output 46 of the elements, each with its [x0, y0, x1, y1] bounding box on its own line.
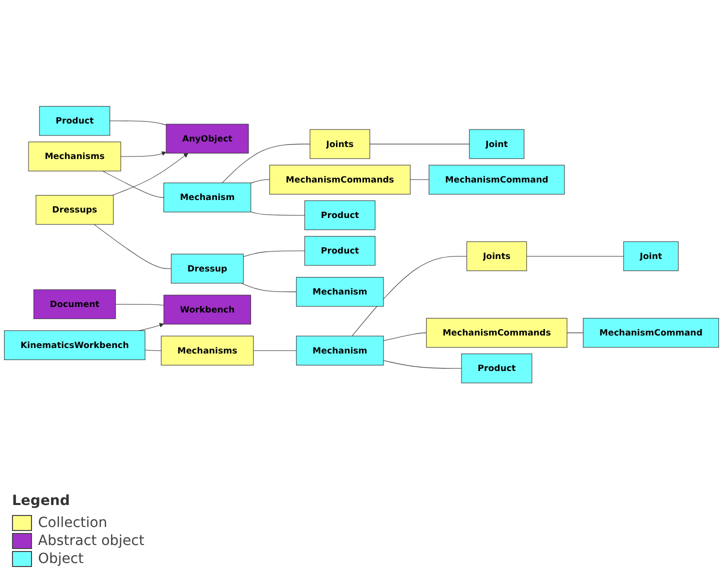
node-box: Product	[304, 200, 376, 230]
node-box: Dressup	[170, 254, 244, 284]
node-box: Document	[33, 289, 116, 319]
connector	[94, 224, 172, 269]
connector	[250, 179, 270, 184]
connector	[250, 211, 305, 216]
connector	[253, 350, 297, 351]
connector	[110, 120, 166, 126]
node-box: MechanismCommands	[426, 318, 568, 348]
node-box: Dressups	[36, 194, 114, 225]
node-box: Mechanism	[296, 336, 384, 366]
node-box: AnyObject	[166, 124, 249, 154]
node-box: Product	[39, 106, 110, 136]
arrow	[120, 151, 166, 157]
node-box: KinematicsWorkbench	[4, 330, 146, 360]
connector	[115, 304, 164, 306]
node-box: Product	[304, 236, 376, 266]
legend-heading: Legend	[12, 493, 71, 509]
node-box: Workbench	[164, 294, 252, 324]
connector	[144, 350, 162, 351]
node-box: Joints	[310, 129, 370, 159]
legend-label: Object	[38, 551, 84, 567]
connector	[383, 360, 462, 369]
node-box: MechanismCommand	[582, 318, 719, 348]
node-box: Product	[461, 353, 532, 384]
node-box: Joints	[466, 241, 527, 271]
connector	[383, 332, 427, 341]
node-box: Joint	[623, 241, 679, 271]
connector	[410, 179, 430, 180]
arrow	[112, 152, 188, 196]
arrow	[138, 322, 164, 331]
legend-label: Collection	[38, 515, 108, 531]
node-box: Mechanisms	[28, 142, 122, 172]
connector	[222, 144, 310, 184]
connector	[241, 282, 297, 292]
node-box: Mechanism	[163, 182, 252, 212]
node-box: Mechanisms	[160, 336, 254, 366]
connector	[566, 332, 584, 333]
node-box: Mechanism	[296, 276, 384, 306]
connector	[352, 256, 468, 336]
connector	[102, 170, 164, 198]
node-box: MechanismCommand	[428, 164, 565, 194]
legend-label: Abstract object	[38, 533, 144, 549]
node-box: Joint	[469, 129, 524, 159]
node-box: MechanismCommands	[269, 164, 410, 194]
connector	[243, 250, 305, 257]
